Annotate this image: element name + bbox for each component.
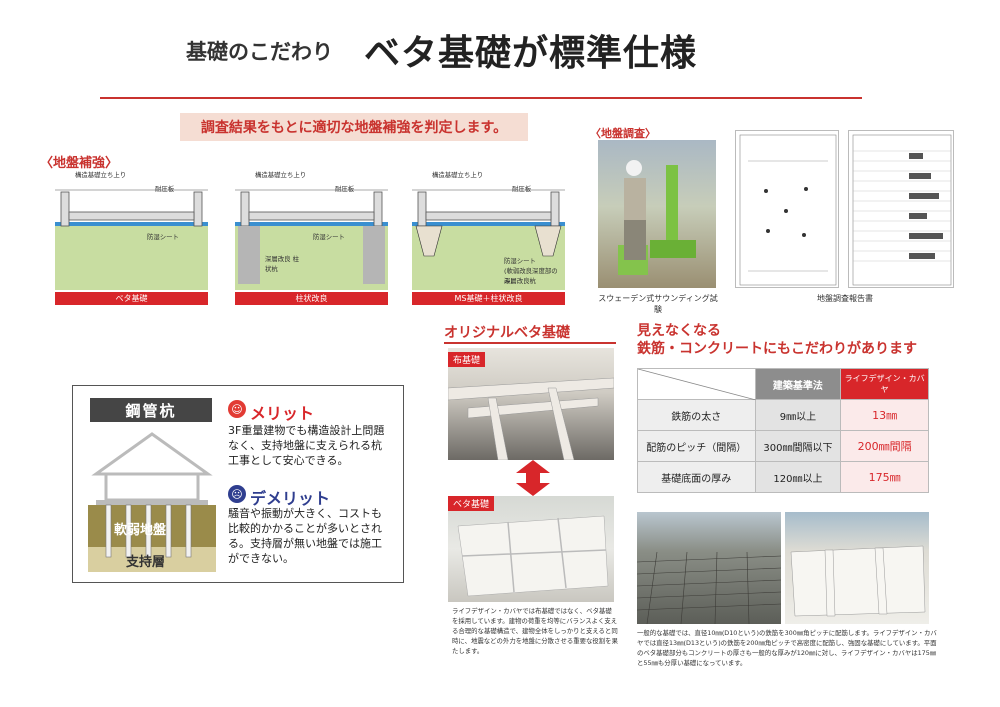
rebar-grid-photo bbox=[636, 512, 782, 625]
beta-foundation-photo bbox=[448, 496, 614, 602]
table-header-row: 建築基準法 ライフデザイン・カバヤ bbox=[637, 368, 929, 400]
title-divider bbox=[100, 97, 862, 99]
rebar-heading: 見えなくなる 鉄筋・コンクリートにもこだわりがあります bbox=[637, 322, 917, 358]
table-cell: 基礎底面の厚み bbox=[637, 461, 756, 493]
original-description: ライフデザイン・カバヤでは布基礎ではなく、ベタ基礎を採用しています。建物の荷重を… bbox=[452, 607, 618, 655]
compare-arrow-icon bbox=[514, 460, 552, 496]
pile-house-illustration bbox=[88, 430, 216, 572]
original-underline bbox=[444, 342, 616, 344]
diagram-note: 構造基礎立ち上り bbox=[432, 171, 484, 179]
diagram-ms: 構造基礎立ち上り 耐圧板 防湿シート (軟弱改良深度部のみ) 深層改良杭 bbox=[412, 170, 565, 290]
survey-heading: 〈地盤調査〉 bbox=[590, 127, 656, 140]
original-heading: オリジナルベタ基礎 bbox=[444, 325, 570, 341]
diagram-note: 構造基礎立ち上り bbox=[255, 171, 307, 179]
report-caption: 地盤調査報告書 bbox=[817, 294, 873, 303]
beta-foundation-tag: ベタ基礎 bbox=[448, 496, 495, 511]
table-cell: 200㎜間隔 bbox=[840, 430, 929, 462]
table-cell: 300㎜間隔以下 bbox=[754, 430, 842, 462]
table-row: 配筋のピッチ（間隔） 300㎜間隔以下 200㎜間隔 bbox=[637, 430, 929, 462]
reinforcement-heading: 〈地盤補強〉 bbox=[40, 156, 119, 171]
ms-foundation-diagram bbox=[412, 189, 565, 290]
table-header-corner bbox=[637, 368, 756, 400]
smile-icon: ☺ bbox=[228, 400, 246, 418]
table-cell: 9㎜以上 bbox=[754, 399, 842, 431]
diagram-note: 構造基礎立ち上り bbox=[75, 171, 127, 179]
survey-report-page-2 bbox=[848, 130, 954, 288]
sounding-test-photo bbox=[598, 140, 716, 288]
table-cell: 鉄筋の太さ bbox=[637, 399, 756, 431]
demerit-title: デメリット bbox=[250, 489, 331, 508]
table-cell: 配筋のピッチ（間隔） bbox=[637, 430, 756, 462]
page-subtitle: 基礎のこだわり bbox=[186, 40, 333, 64]
finished-foundation-photo bbox=[785, 512, 929, 624]
steel-pile-title: 鋼管杭 bbox=[90, 398, 212, 422]
diagram-note: 深層改良杭 bbox=[504, 277, 536, 285]
rebar-description: 一般的な基礎では、直径10㎜(D10という)の鉄筋を300㎜角ピッチに配筋します… bbox=[637, 629, 937, 667]
diagram-label: 柱状改良 bbox=[235, 292, 388, 305]
soft-ground-label: 軟弱地盤 bbox=[114, 523, 167, 538]
merit-title: メリット bbox=[250, 404, 315, 423]
diagram-note: 耐圧板 bbox=[512, 185, 532, 193]
column-improvement-diagram bbox=[235, 189, 388, 290]
merit-text: 3F重量建物でも構造設計上問題なく、支持地盤に支えられる杭工事として安心できる。 bbox=[228, 424, 385, 467]
rebar-heading-line2: 鉄筋・コンクリートにもこだわりがあります bbox=[637, 341, 917, 357]
table-row: 鉄筋の太さ 9㎜以上 13㎜ bbox=[637, 399, 929, 431]
table-header-company: ライフデザイン・カバヤ bbox=[840, 368, 929, 400]
rebar-heading-line1: 見えなくなる bbox=[637, 323, 721, 339]
page-title: ベタ基礎が標準仕様 bbox=[364, 33, 698, 74]
diagram-note: 深層改良 柱状杭 bbox=[265, 255, 299, 273]
diagram-note: 耐圧板 bbox=[155, 185, 175, 193]
table-cell: 120㎜以上 bbox=[754, 461, 842, 493]
diagram-note: 防湿シート bbox=[504, 257, 536, 265]
frown-icon: ☹ bbox=[228, 485, 246, 503]
diagram-note: 防湿シート bbox=[147, 233, 179, 241]
survey-banner: 調査結果をもとに適切な地盤補強を判定します。 bbox=[180, 113, 528, 141]
diagram-note: 耐圧板 bbox=[335, 185, 355, 193]
table-header-law: 建築基準法 bbox=[754, 368, 842, 400]
diagram-note: 防湿シート bbox=[313, 233, 345, 241]
diagram-label: MS基礎＋柱状改良 bbox=[412, 292, 565, 305]
table-cell: 175㎜ bbox=[840, 461, 929, 493]
table-row: 基礎底面の厚み 120㎜以上 175㎜ bbox=[637, 461, 929, 493]
demerit-text: 騒音や振動が大きく、コストも比較的かかることが多いとされる。支持層が無い地盤では… bbox=[228, 507, 382, 565]
cloth-foundation-tag: 布基礎 bbox=[448, 352, 486, 367]
spec-table: 建築基準法 ライフデザイン・カバヤ 鉄筋の太さ 9㎜以上 13㎜ 配筋のピッチ（… bbox=[637, 368, 929, 493]
diagram-note: (軟弱改良深度部のみ) bbox=[504, 267, 558, 285]
bearing-layer-label: 支持層 bbox=[126, 555, 166, 570]
table-cell: 13㎜ bbox=[840, 399, 929, 431]
diagram-label: ベタ基礎 bbox=[55, 292, 208, 305]
photo-caption: スウェーデン式サウンディング試験 bbox=[598, 294, 718, 314]
diagram-beta: 構造基礎立ち上り 耐圧板 防湿シート bbox=[55, 170, 208, 290]
diagram-column: 構造基礎立ち上り 耐圧板 防湿シート 深層改良 柱状杭 bbox=[235, 170, 388, 290]
survey-report-page-1 bbox=[735, 130, 839, 288]
beta-foundation-diagram bbox=[55, 189, 208, 290]
